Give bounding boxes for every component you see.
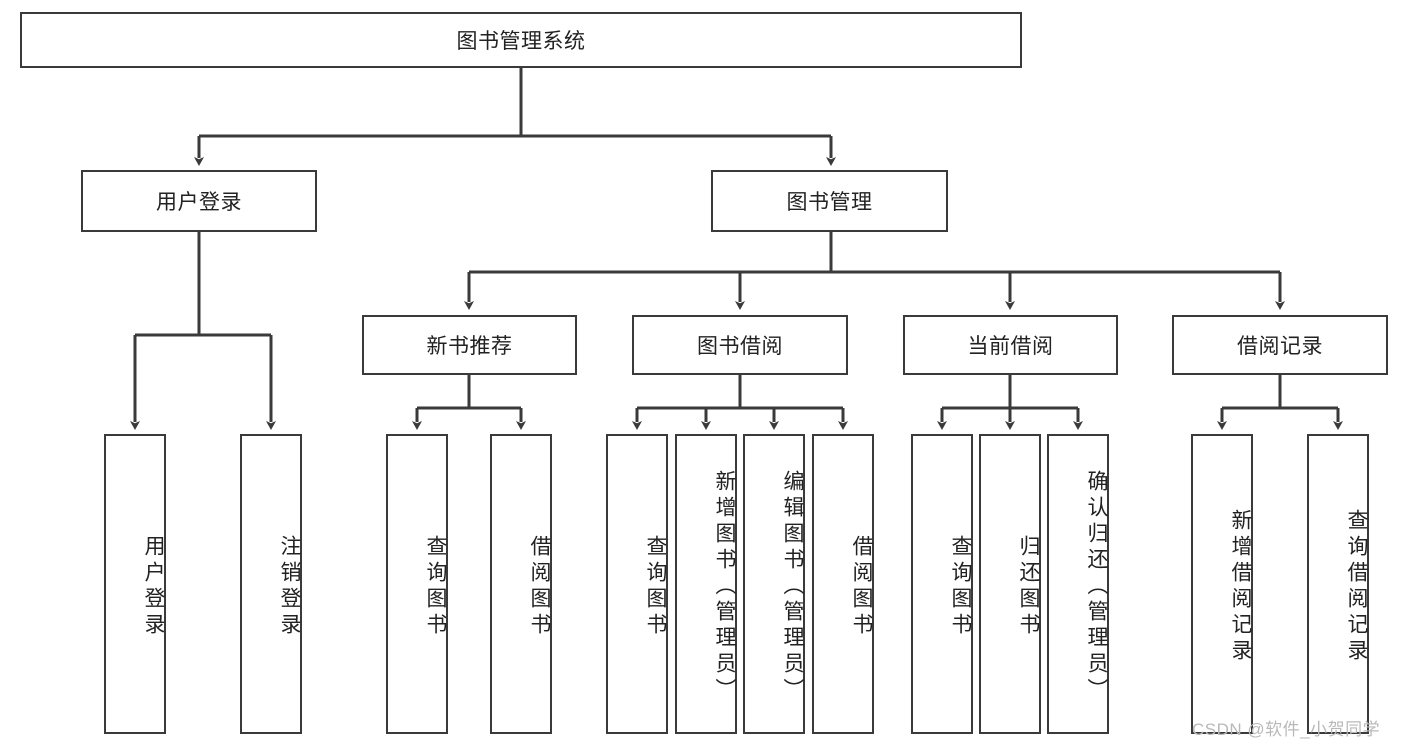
leaf-label: 新增图书（管理员） [713,470,736,704]
leaf-label: 借阅图书 [850,535,873,639]
leaf-user-login-login[interactable]: 用户登录 [104,434,166,734]
leaf-label: 用户登录 [142,535,165,639]
leaf-label: 注销登录 [278,535,301,639]
leaf-label: 查询借阅记录 [1345,509,1368,665]
node-root-label: 图书管理系统 [456,30,586,53]
leaf-borrow-record-add[interactable]: 新增借阅记录 [1191,434,1253,734]
leaf-current-borrow-confirm[interactable]: 确认归还（管理员） [1047,434,1109,734]
node-current-borrow[interactable]: 当前借阅 [903,315,1118,375]
node-current-borrow-label: 当前借阅 [967,335,1054,358]
node-borrow-record-label: 借阅记录 [1237,335,1323,358]
node-new-book-recommend[interactable]: 新书推荐 [362,315,577,375]
leaf-label: 查询图书 [949,535,972,639]
leaf-new-book-borrow[interactable]: 借阅图书 [490,434,552,734]
leaf-label: 编辑图书（管理员） [781,470,804,704]
node-book-borrow-label: 图书借阅 [697,335,783,358]
leaf-label: 借阅图书 [528,535,551,639]
leaf-book-borrow-borrow[interactable]: 借阅图书 [812,434,874,734]
leaf-label: 确认归还（管理员） [1085,470,1108,704]
leaf-label: 新增借阅记录 [1229,509,1252,665]
leaf-book-borrow-add[interactable]: 新增图书（管理员） [675,434,737,734]
node-new-book-recommend-label: 新书推荐 [426,335,513,358]
leaf-book-borrow-edit[interactable]: 编辑图书（管理员） [743,434,805,734]
watermark-text: CSDN @软件_小贺同学 [1192,720,1381,739]
leaf-book-borrow-query[interactable]: 查询图书 [606,434,668,734]
leaf-label: 查询图书 [644,535,667,639]
node-book-management[interactable]: 图书管理 [711,170,948,232]
node-borrow-record[interactable]: 借阅记录 [1172,315,1388,375]
leaf-label: 查询图书 [424,535,447,639]
leaf-new-book-query[interactable]: 查询图书 [386,434,448,734]
leaf-label: 归还图书 [1017,535,1040,639]
node-book-borrow[interactable]: 图书借阅 [632,315,848,375]
leaf-user-login-logout[interactable]: 注销登录 [240,434,302,734]
leaf-borrow-record-query[interactable]: 查询借阅记录 [1307,434,1369,734]
node-root[interactable]: 图书管理系统 [20,12,1022,68]
leaf-current-borrow-query[interactable]: 查询图书 [911,434,973,734]
leaf-current-borrow-return[interactable]: 归还图书 [979,434,1041,734]
node-user-login-label: 用户登录 [156,191,242,214]
node-user-login[interactable]: 用户登录 [81,170,317,232]
node-book-management-label: 图书管理 [786,191,873,214]
